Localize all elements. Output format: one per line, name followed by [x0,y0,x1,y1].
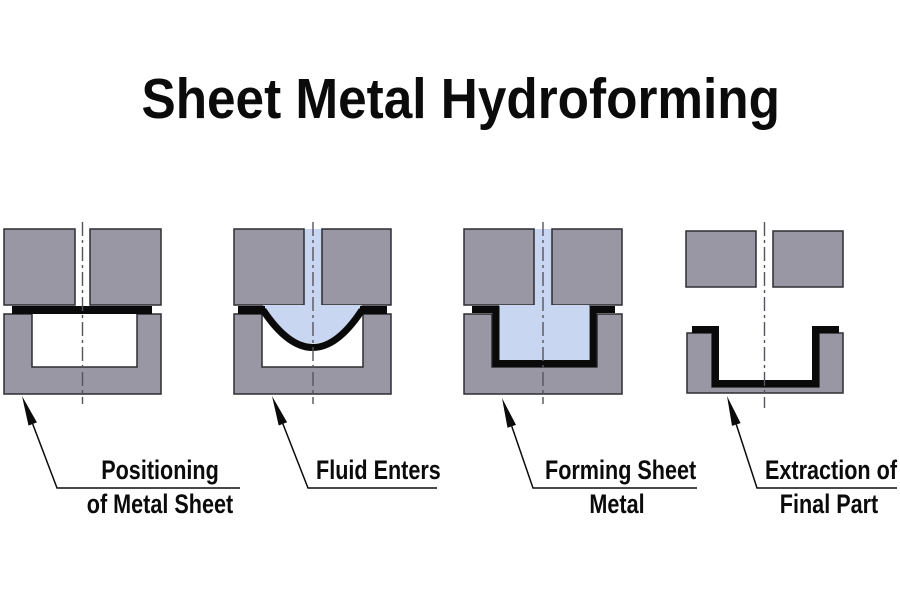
label-line: Extraction of [765,455,898,485]
page-title: Sheet Metal Hydroforming [0,68,900,130]
leader-arrowhead [272,396,288,426]
label-fluid-enters: Fluid Enters [316,453,441,487]
stage-extraction-diagram [685,222,897,489]
upper-die-left [685,230,757,288]
upper-die-right [772,230,844,288]
lower-die [463,313,623,395]
leader-arrowhead [727,396,741,426]
stage-fluid-enters-diagram [233,222,437,489]
fluid-cavity [499,305,589,360]
stage-positioning-diagram [3,222,240,489]
sheet-flange-left [238,306,265,314]
leader-arrowhead [502,398,516,428]
sheet-flange-right [360,306,387,314]
label-extraction: Extraction of Final Part [765,453,898,521]
label-positioning: Positioning of Metal Sheet [80,453,240,521]
final-part [692,326,839,387]
label-line: Metal [589,489,645,519]
leader-arrowhead [22,396,37,426]
leader-line [511,426,697,489]
label-line: Forming Sheet [545,455,697,485]
label-line: Final Part [779,489,879,519]
upper-die-left [463,228,535,306]
stage-forming-diagram [463,222,697,489]
label-line: Positioning [101,455,219,485]
upper-die-left [233,228,305,306]
metal-sheet-formed [472,306,615,367]
leader-line [31,423,240,489]
upper-die-right [321,228,392,306]
upper-die-left [3,228,76,306]
label-line: Fluid Enters [316,455,441,485]
upper-die-right [89,228,162,306]
upper-die-right [551,228,623,306]
page-title-text: Sheet Metal Hydroforming [141,67,781,131]
label-forming: Forming Sheet Metal [545,453,697,521]
leader-line [282,423,437,489]
leader-line [735,424,897,489]
label-line: of Metal Sheet [86,489,234,519]
